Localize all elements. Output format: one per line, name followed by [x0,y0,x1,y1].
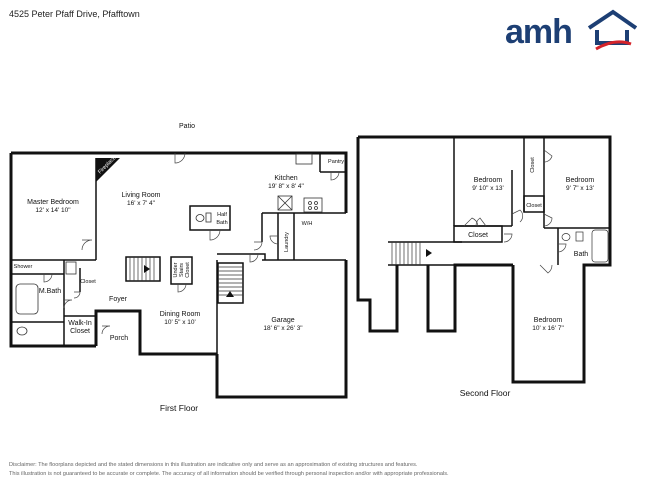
kitchen-dims: 19' 8" x 8' 4" [268,183,304,190]
pantry-label: Pantry [328,159,344,165]
amh-logo: amh [505,8,637,52]
disclaimer-line-2: This illustration is not guaranteed to b… [9,471,449,477]
closet-b-label: Closet [526,203,542,209]
second-floor-interior-walls [388,137,610,266]
bedroom-1-label: Bedroom [474,177,503,184]
living-room-label: Living Room [122,192,161,199]
second-floor-doors [463,149,567,274]
bedroom-3-label: Bedroom [534,317,563,324]
garage-label: Garage [271,317,294,324]
kitchen-label: Kitchen [274,175,297,182]
patio-label: Patio [179,123,195,130]
bedroom-3-dims: 10' x 16' 7" [532,325,564,332]
second-floor-stairs [391,229,609,265]
wh-label: W/H [302,221,313,227]
closet-label: Closet [80,279,96,285]
fireplace-shape [96,158,120,182]
walk-in-closet-label-2: Closet [70,328,90,335]
first-floor-stairs [129,257,243,296]
house-roof-icon [587,9,637,51]
half-bath-label-1: Half [217,212,227,218]
m-bath-label: M.Bath [39,288,61,295]
master-bedroom-label: Master Bedroom [27,199,79,206]
bedroom-2-label: Bedroom [566,177,595,184]
bedroom-1-dims: 9' 10" x 13' [472,185,504,192]
half-bath-label-2: Bath [216,220,227,226]
property-address: 4525 Peter Pfaff Drive, Pfafftown [9,9,140,19]
dining-room-label: Dining Room [160,311,201,318]
second-floor-walls [356,135,612,384]
foyer-label: Foyer [109,296,128,303]
walk-in-closet-label-1: Walk-In [68,320,92,327]
logo-wordmark: amh [505,13,573,51]
garage-dims: 18' 6" x 26' 3" [263,325,303,332]
bath-label: Bath [574,251,589,258]
kitchen-fixtures [15,153,323,336]
under-stairs-1: Under [173,262,179,277]
bedroom-2-dims: 9' 7" x 13' [566,185,594,192]
master-bedroom-dims: 12' x 14' 10" [35,207,71,214]
dining-room-dims: 10' 5" x 10' [164,319,196,326]
disclaimer-line-1: Disclaimer: The floorplans depicted and … [9,462,418,468]
under-stairs-3: Closet [185,262,191,278]
first-floor-doors [43,152,340,335]
under-stairs-2: Stairs [179,263,185,277]
closet-a-label: Closet [530,157,536,173]
closet-c-label: Closet [468,232,488,239]
stair-arrows [144,265,234,297]
laundry-label: Laundry [284,232,290,252]
living-room-dims: 16' x 7' 4" [127,200,156,207]
second-stair-arrow [426,249,432,257]
shower-label: Shower [14,264,33,270]
porch-label: Porch [110,335,128,342]
second-floor-label: Second Floor [460,388,511,398]
first-floor-label: First Floor [160,403,198,413]
first-floor-walls [9,151,348,399]
